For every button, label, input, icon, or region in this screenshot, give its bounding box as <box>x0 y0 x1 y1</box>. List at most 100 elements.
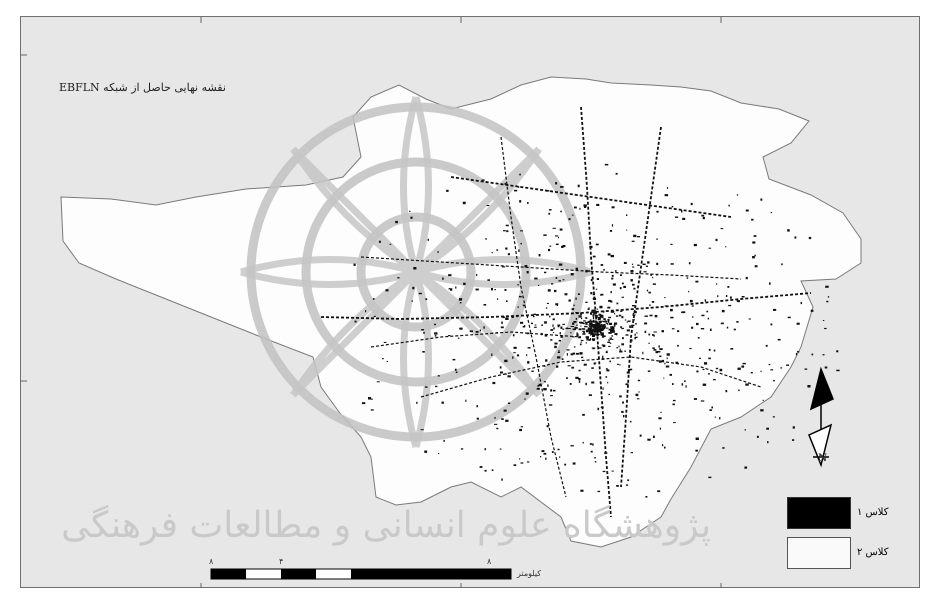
class-1-pixel <box>372 298 375 300</box>
class-1-pixel <box>808 236 812 240</box>
class-1-pixel <box>691 305 694 307</box>
class-1-pixel <box>607 306 611 309</box>
class-1-pixel <box>513 352 516 354</box>
class-1-pixel <box>647 261 650 264</box>
class-1-pixel <box>624 350 626 352</box>
class-1-pixel <box>666 353 670 356</box>
class-1-pixel <box>591 329 593 332</box>
class-1-pixel <box>573 206 577 209</box>
class-1-pixel <box>594 457 596 459</box>
class-1-pixel <box>505 247 508 250</box>
class-1-pixel <box>654 315 658 318</box>
class-1-pixel <box>629 339 633 342</box>
map-frame: نقشه نهایی حاصل از شبکه EBFLN پژوهشگاه ع… <box>20 16 920 588</box>
class-1-pixel <box>659 355 662 358</box>
class-1-pixel <box>647 370 651 372</box>
class-1-pixel <box>607 319 610 321</box>
class-1-pixel <box>672 383 674 385</box>
class-1-pixel <box>605 376 608 378</box>
class-1-pixel <box>614 322 618 325</box>
class-1-pixel <box>600 320 603 322</box>
class-1-pixel <box>598 316 601 319</box>
city-boundary <box>60 76 862 548</box>
class-1-pixel <box>543 452 547 455</box>
class-1-pixel <box>558 263 563 266</box>
class-1-pixel <box>733 328 736 331</box>
class-1-pixel <box>609 342 612 344</box>
class-1-pixel <box>549 245 552 247</box>
class-1-pixel <box>543 381 546 383</box>
class-1-pixel <box>708 476 712 479</box>
class-1-pixel <box>643 271 647 273</box>
scale-mid-label: ۴ <box>279 557 284 566</box>
class-1-pixel <box>609 360 611 363</box>
class-1-pixel <box>455 371 458 374</box>
class-1-pixel <box>737 367 741 370</box>
class-1-pixel <box>580 312 583 315</box>
class-1-pixel <box>701 214 705 217</box>
class-1-pixel <box>597 330 599 333</box>
scale-bar <box>210 568 512 580</box>
class-1-pixel <box>434 323 436 326</box>
class-1-pixel <box>548 404 553 406</box>
class-1-pixel <box>602 470 606 473</box>
class-1-pixel <box>577 184 580 188</box>
class-1-pixel <box>751 218 754 221</box>
class-1-pixel <box>526 332 530 335</box>
class-1-pixel <box>792 439 795 441</box>
class-1-pixel <box>585 323 588 325</box>
class-1-pixel <box>750 372 753 374</box>
class-1-pixel <box>549 315 551 318</box>
class-1-pixel <box>578 328 582 331</box>
class-1-pixel <box>792 426 795 429</box>
class-1-pixel <box>612 283 616 286</box>
class-1-pixel <box>448 274 452 277</box>
class-1-pixel <box>627 479 630 481</box>
class-1-pixel <box>811 353 814 356</box>
class-1-pixel <box>616 302 619 305</box>
class-1-pixel <box>659 348 663 350</box>
class-1-pixel <box>596 325 599 328</box>
class-1-pixel <box>570 353 574 356</box>
class-1-pixel <box>720 228 724 230</box>
class-1-pixel <box>592 334 595 337</box>
class-1-pixel <box>583 330 585 334</box>
class-1-pixel <box>476 405 478 408</box>
class-1-pixel <box>588 339 591 341</box>
class-1-pixel <box>554 235 559 237</box>
class-1-pixel <box>636 236 640 238</box>
class-1-pixel <box>611 330 615 333</box>
class-1-pixel <box>760 198 763 201</box>
class-1-pixel <box>602 324 605 327</box>
class-1-pixel <box>607 381 609 384</box>
class-1-pixel <box>603 321 607 323</box>
class-1-pixel <box>655 351 659 354</box>
class-1-pixel <box>368 397 372 400</box>
class-1-pixel <box>663 377 665 379</box>
class-1-pixel <box>615 270 617 273</box>
class-1-pixel <box>519 173 521 176</box>
class-1-pixel <box>644 322 648 325</box>
class-1-pixel <box>765 344 768 347</box>
class-1-pixel <box>625 334 629 336</box>
class-1-pixel <box>534 277 538 280</box>
class-1-pixel <box>650 274 652 276</box>
class-1-pixel <box>600 293 604 296</box>
class-1-pixel <box>822 354 825 356</box>
class-1-pixel <box>760 409 764 412</box>
class-1-pixel <box>781 263 783 266</box>
class-1-pixel <box>822 320 825 321</box>
class-1-pixel <box>615 315 619 317</box>
class-1-pixel <box>454 368 457 371</box>
class-1-pixels <box>353 163 840 498</box>
class-1-pixel <box>610 326 613 328</box>
class-1-pixel <box>560 326 563 329</box>
class-1-pixel <box>587 270 591 272</box>
class-1-pixel <box>632 283 635 286</box>
class-1-pixel <box>592 309 596 312</box>
class-1-pixel <box>573 346 576 348</box>
class-1-pixel <box>623 261 627 264</box>
class-1-pixel <box>503 373 507 375</box>
class-1-pixel <box>487 279 490 281</box>
class-1-pixel <box>459 302 462 304</box>
